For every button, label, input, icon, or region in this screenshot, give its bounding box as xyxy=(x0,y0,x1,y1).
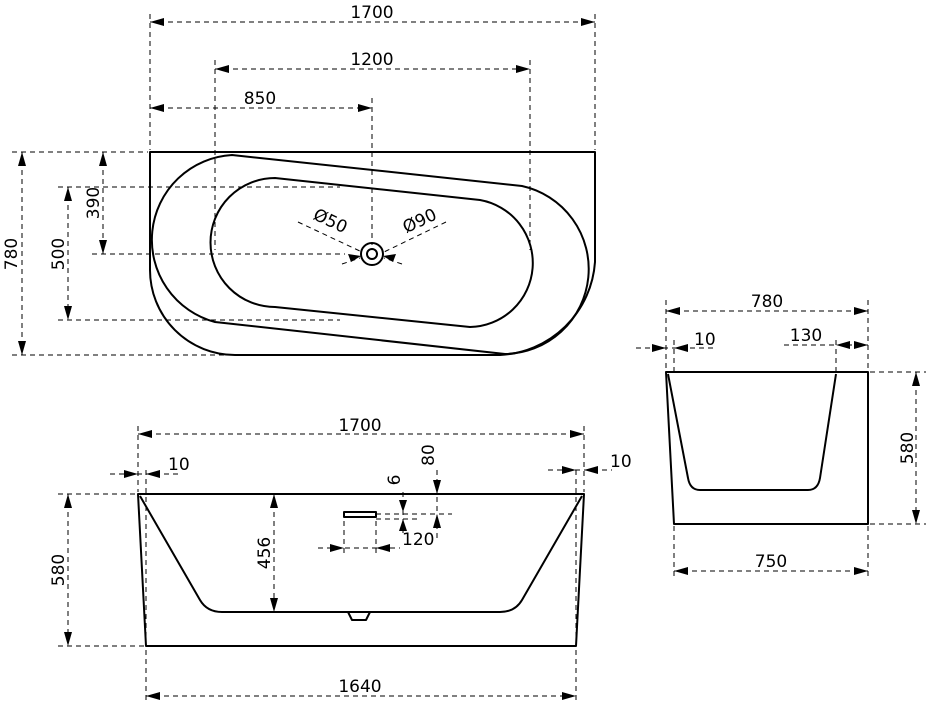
top-length-label: 1700 xyxy=(350,3,393,23)
front-basin-outline xyxy=(139,495,583,613)
side-body-outline xyxy=(665,371,869,525)
front-depth-label: 456 xyxy=(255,537,275,569)
drain-position-label: 850 xyxy=(244,89,276,109)
tub-basin-outline xyxy=(209,177,534,328)
drain-outlet xyxy=(347,611,371,621)
side-view: 780 10 130 580 750 xyxy=(636,292,926,580)
tub-outer-outline xyxy=(149,151,596,356)
front-bottom-length-label: 1640 xyxy=(338,677,381,697)
inner-width-label: 500 xyxy=(49,238,69,270)
side-right-edge-label: 130 xyxy=(790,326,822,346)
top-width-label: 780 xyxy=(2,238,22,270)
front-height-label: 580 xyxy=(49,554,69,586)
side-left-edge-label: 10 xyxy=(694,330,716,350)
drain-offset-label: 390 xyxy=(84,187,104,219)
drain-inner-circle xyxy=(366,248,378,260)
overflow-len-label: 120 xyxy=(402,530,434,550)
overflow-thick-label: 6 xyxy=(385,475,405,486)
tub-rim-outline xyxy=(150,154,590,355)
drain-dia-small-label: Ø50 xyxy=(310,205,350,238)
overflow-top-label: 80 xyxy=(419,444,439,466)
side-top-width-label: 780 xyxy=(751,292,783,312)
inner-length-label: 1200 xyxy=(350,50,393,70)
drain-dia-large-label: Ø90 xyxy=(400,205,440,238)
overflow-slot xyxy=(343,511,377,518)
front-edge-left-label: 10 xyxy=(168,455,190,475)
side-bottom-width-label: 750 xyxy=(755,552,787,572)
front-top-length-label: 1700 xyxy=(338,416,381,436)
side-height-label: 580 xyxy=(898,432,918,464)
top-view: 1700 1200 850 780 500 390 xyxy=(2,3,596,356)
drain-outer-circle xyxy=(360,242,384,266)
front-edge-right-label: 10 xyxy=(610,452,632,472)
side-basin-outline xyxy=(667,373,837,491)
front-view: 1700 10 10 580 456 80 xyxy=(49,416,632,702)
